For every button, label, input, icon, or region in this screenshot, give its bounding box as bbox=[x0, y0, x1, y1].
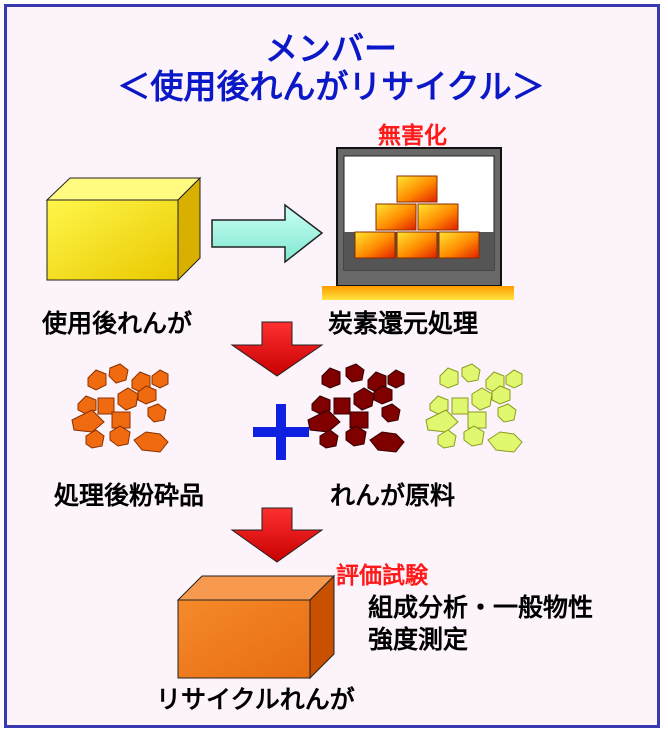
furnace-illustration bbox=[322, 147, 514, 300]
title-line-2: ＜使用後れんがリサイクル＞ bbox=[117, 67, 545, 106]
process-arrow-down-1 bbox=[230, 321, 324, 377]
recycled-brick-label: リサイクルれんが bbox=[156, 685, 355, 714]
plus-sign bbox=[253, 404, 309, 460]
raw-material-particles-dark bbox=[307, 363, 405, 453]
evaluation-item-2: 強度測定 bbox=[368, 625, 469, 654]
raw-material-particles-light bbox=[425, 363, 523, 453]
brick-raw-material-label: れんが原料 bbox=[330, 481, 456, 510]
evaluation-label: 評価試験 bbox=[336, 563, 428, 589]
treated-powder-label: 処理後粉砕品 bbox=[54, 481, 205, 510]
detox-label: 無害化 bbox=[378, 123, 447, 149]
evaluation-item-1: 組成分析・一般物性 bbox=[368, 593, 594, 622]
process-arrow-right bbox=[211, 203, 324, 264]
title-line-1: メンバー bbox=[265, 29, 397, 68]
carbon-reduction-label: 炭素還元処理 bbox=[328, 309, 479, 338]
recycled-brick-block bbox=[176, 574, 336, 680]
used-brick-block bbox=[45, 176, 202, 282]
used-brick-label: 使用後れんが bbox=[42, 309, 193, 338]
process-arrow-down-2 bbox=[230, 507, 324, 563]
treated-powder-particles bbox=[71, 363, 169, 453]
